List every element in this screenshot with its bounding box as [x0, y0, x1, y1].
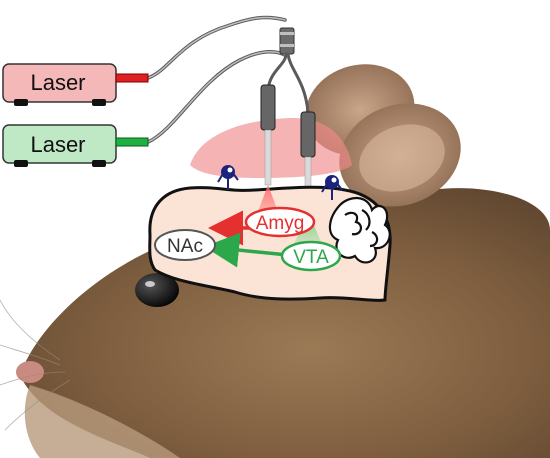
green-laser-box: Laser [2, 124, 149, 167]
nac-label: NAc [167, 236, 203, 257]
vta-region [280, 240, 342, 272]
amyg-region [244, 206, 316, 238]
neuron-icon [217, 165, 343, 200]
vta-label: VTA [293, 247, 329, 268]
red-laser-box: Laser [2, 63, 149, 106]
vta-to-nac-arrow [204, 232, 289, 268]
cerebellum-icon [328, 197, 391, 264]
red-laser-label: Laser [30, 70, 85, 95]
amyg-label: Amyg [256, 213, 305, 234]
fiber-optic-cable-icon [146, 15, 310, 144]
nac-region [154, 229, 216, 261]
green-laser-label: Laser [30, 132, 85, 157]
optic-fiber-implant-icon [260, 84, 316, 213]
nose [16, 361, 44, 383]
eye [135, 273, 179, 307]
